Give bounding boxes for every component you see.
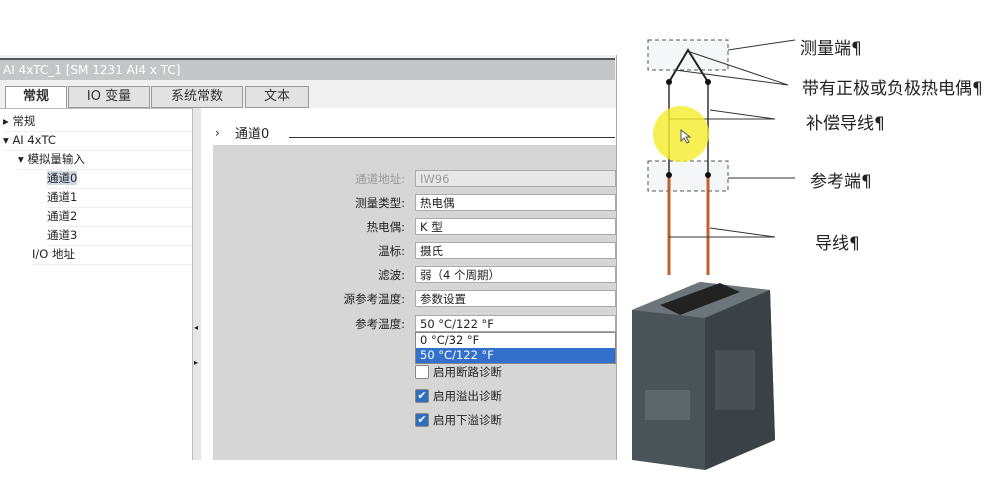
filter-select[interactable]: 弱（4 个周期） xyxy=(415,266,616,283)
label-measuring-junction: 测量端¶ xyxy=(800,39,862,59)
label-thermocouple: 带有正极或负极热电偶¶ xyxy=(802,79,983,99)
thermocouple-diagram xyxy=(632,39,796,470)
reference-junction-box xyxy=(647,160,729,192)
underflow-checkbox[interactable]: ✔ xyxy=(415,413,429,427)
thermocouple-label: 热电偶: xyxy=(366,220,405,234)
section-arrow-icon[interactable]: › xyxy=(215,126,220,140)
tree-item-channel1[interactable]: 通道1 xyxy=(47,188,237,208)
splitter-arrow-icon[interactable]: ▸ xyxy=(194,358,199,367)
ref-temp-select[interactable]: 50 °C/122 °F xyxy=(415,315,616,332)
mouse-cursor-icon xyxy=(680,128,692,144)
tab-io-tags[interactable]: IO 变量 xyxy=(68,86,150,108)
tree-label: I/O 地址 xyxy=(32,247,75,261)
nav-tree: ▸ 常规 ▾ AI 4xTC ▾ 模拟量输入 通道0 通道1 通道2 通道3 I… xyxy=(0,108,237,461)
tree-label: 模拟量输入 xyxy=(27,152,85,166)
tree-label: AI 4xTC xyxy=(12,133,56,147)
scale-label: 温标: xyxy=(378,244,405,258)
tree-item-general[interactable]: ▸ 常规 xyxy=(3,112,193,132)
section-title: 通道0 xyxy=(235,127,270,142)
tree-item-io-address[interactable]: I/O 地址 xyxy=(32,245,222,265)
tree-label: 通道2 xyxy=(47,209,78,223)
expand-icon[interactable]: ▸ xyxy=(3,114,9,128)
tree-item-analog-input[interactable]: ▾ 模拟量输入 xyxy=(18,150,208,170)
dropdown-option-selected[interactable]: 50 °C/122 °F xyxy=(416,348,615,363)
tree-label: 通道0 xyxy=(47,171,78,185)
plc-module-image xyxy=(632,282,775,470)
tree-item-channel0[interactable]: 通道0 xyxy=(47,169,237,189)
section-divider xyxy=(289,137,615,138)
ref-source-label: 源参考温度: xyxy=(343,292,405,306)
collapse-icon[interactable]: ▾ xyxy=(18,152,24,166)
address-label: 通道地址: xyxy=(355,172,405,186)
measure-type-label: 测量类型: xyxy=(355,196,405,210)
window-title: AI 4xTC_1 [SM 1231 AI4 x TC] xyxy=(0,58,615,80)
overflow-checkbox[interactable]: ✔ xyxy=(415,389,429,403)
tree-item-channel2[interactable]: 通道2 xyxy=(47,207,237,227)
label-wire: 导线¶ xyxy=(815,234,860,254)
dropdown-option[interactable]: 0 °C/32 °F xyxy=(420,333,480,347)
label-reference-junction: 参考端¶ xyxy=(810,172,872,192)
tab-texts[interactable]: 文本 xyxy=(245,86,309,108)
label-compensation-wire: 补偿导线¶ xyxy=(806,114,885,134)
scale-select[interactable]: 摄氏 xyxy=(415,242,616,259)
thermocouple-select[interactable]: K 型 xyxy=(415,218,616,235)
overflow-label: 启用溢出诊断 xyxy=(433,389,502,403)
splitter-arrow-icon[interactable]: ◂ xyxy=(194,323,199,332)
ref-temp-label: 参考温度: xyxy=(355,317,405,331)
ref-temp-dropdown: 0 °C/32 °F 50 °C/122 °F xyxy=(415,332,616,364)
open-circuit-checkbox[interactable] xyxy=(415,365,429,379)
open-circuit-label: 启用断路诊断 xyxy=(433,365,502,379)
tree-item-ai4xtc[interactable]: ▾ AI 4xTC xyxy=(3,131,193,151)
ref-source-select[interactable]: 参数设置 xyxy=(415,290,616,307)
tree-label: 通道3 xyxy=(47,228,78,242)
collapse-icon[interactable]: ▾ xyxy=(3,133,9,147)
filter-label: 滤波: xyxy=(378,268,405,282)
underflow-label: 启用下溢诊断 xyxy=(433,413,502,427)
measuring-junction-box xyxy=(647,39,729,71)
address-field: IW96 xyxy=(415,170,616,187)
junction-dots xyxy=(666,79,711,178)
thermocouple-junction xyxy=(668,48,709,83)
tree-label: 常规 xyxy=(12,114,36,128)
tree-item-channel3[interactable]: 通道3 xyxy=(47,226,237,246)
measure-type-select[interactable]: 热电偶 xyxy=(415,194,616,211)
tree-label: 通道1 xyxy=(47,190,78,204)
tab-general[interactable]: 常规 xyxy=(5,86,67,109)
tab-system-constants[interactable]: 系统常数 xyxy=(151,86,243,108)
